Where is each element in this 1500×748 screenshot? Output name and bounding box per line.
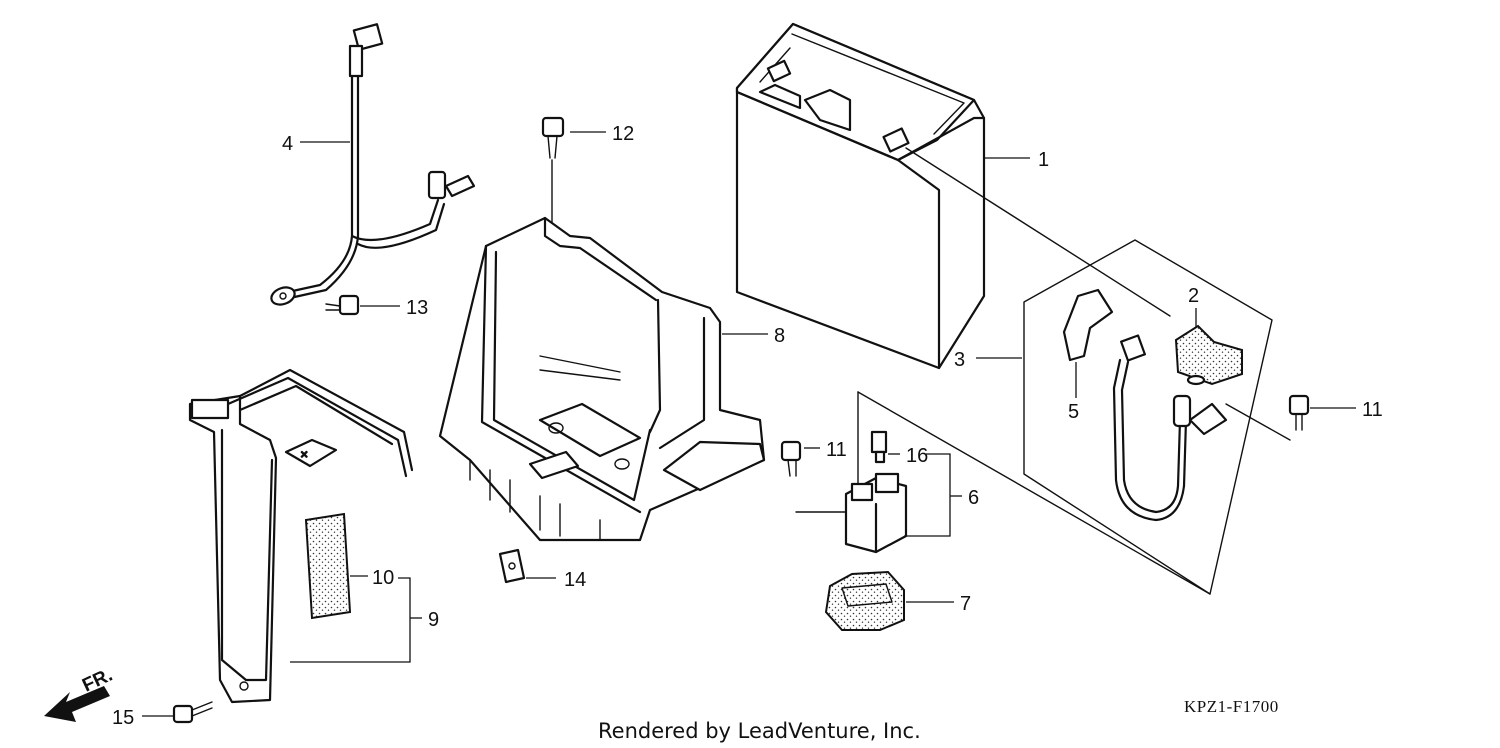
- front-arrow-label: FR.: [79, 665, 116, 697]
- callout-11-left: 11: [804, 439, 847, 461]
- callout-14-label: 14: [564, 569, 586, 591]
- bolt-11-left-part[interactable]: [780, 440, 802, 477]
- callout-3-label: 3: [954, 349, 965, 371]
- callout-8-label: 8: [774, 325, 785, 347]
- callout-7-label: 7: [960, 593, 971, 615]
- callout-4-label: 4: [282, 133, 293, 155]
- front-direction-arrow-icon: FR.: [44, 665, 116, 722]
- svg-text:✕: ✕: [300, 450, 308, 461]
- terminal-cover-5-part[interactable]: [1062, 288, 1114, 362]
- callout-2-label: 2: [1188, 285, 1199, 307]
- terminal-cover-2-part[interactable]: [1174, 324, 1243, 386]
- bolt-12-part[interactable]: [541, 116, 565, 159]
- callout-13: 13: [360, 297, 428, 319]
- positive-cable-group-outline: [905, 147, 1273, 595]
- callout-9-label: 9: [428, 609, 439, 631]
- callout-11-right-label: 11: [1362, 399, 1383, 421]
- positive-cable-part[interactable]: [1112, 334, 1228, 522]
- footer-credit: Rendered by LeadVenture, Inc.: [598, 719, 921, 743]
- bolt-11-right-part[interactable]: [1288, 394, 1310, 431]
- diagram-code: KPZ1-F1700: [1184, 697, 1279, 716]
- callout-8: 8: [722, 325, 785, 347]
- starter-relay-part[interactable]: [844, 472, 908, 554]
- callout-6: 6: [904, 453, 979, 537]
- callout-10-label: 10: [372, 567, 394, 589]
- callout-14: 14: [526, 569, 586, 591]
- callout-13-label: 13: [406, 297, 428, 319]
- callout-7: 7: [906, 593, 971, 615]
- battery-holder-part[interactable]: ✕: [188, 368, 414, 704]
- callout-16-label: 16: [906, 445, 928, 467]
- rubber-pad-10-part[interactable]: [304, 512, 352, 620]
- callout-15-label: 15: [112, 707, 134, 729]
- callout-1: 1: [984, 149, 1049, 171]
- callout-3: 3: [954, 349, 1022, 371]
- bolt-15-part[interactable]: [172, 701, 213, 724]
- callout-11-left-label: 11: [826, 439, 847, 461]
- callout-11-right: 11: [1225, 399, 1383, 441]
- ground-cable-part[interactable]: [269, 23, 476, 307]
- callout-2: 2: [1188, 285, 1199, 328]
- callout-5-label: 5: [1068, 401, 1079, 423]
- callout-5: 5: [1068, 362, 1079, 423]
- callout-15: 15: [112, 707, 174, 729]
- callout-12-label: 12: [612, 123, 634, 145]
- relay-rubber-7-part[interactable]: [824, 570, 905, 631]
- clip-nut-14-part[interactable]: [498, 548, 526, 584]
- callout-9: 9: [290, 577, 439, 663]
- battery-box-part[interactable]: [438, 216, 766, 542]
- battery-part[interactable]: [735, 22, 986, 370]
- callout-16: 16: [888, 445, 928, 467]
- callout-1-label: 1: [1038, 149, 1049, 171]
- callout-4: 4: [282, 133, 350, 155]
- bolt-13-part[interactable]: [325, 294, 360, 316]
- callout-6-label: 6: [968, 487, 979, 509]
- callout-10: 10: [350, 567, 394, 589]
- fuse-16-part[interactable]: [870, 430, 888, 464]
